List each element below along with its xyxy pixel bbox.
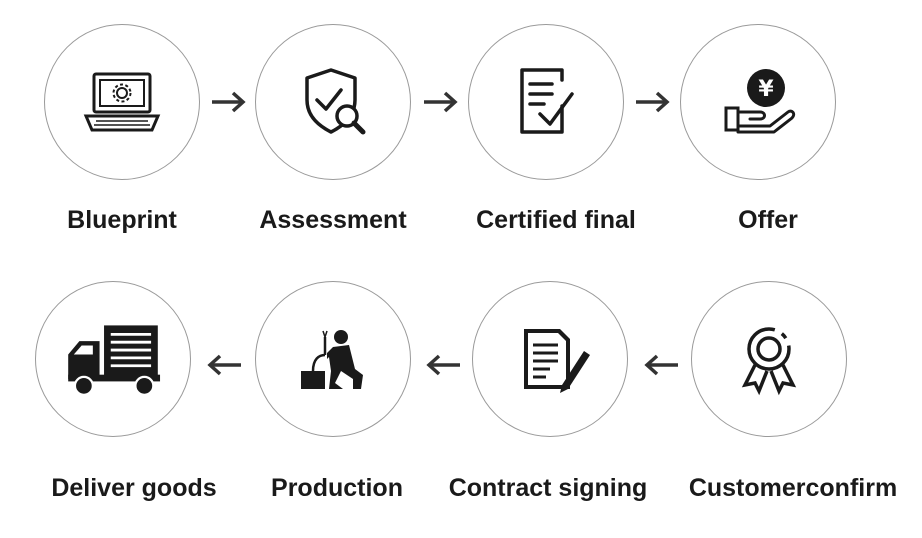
flow-arrow-right	[212, 91, 246, 113]
flow-arrow-left	[207, 354, 241, 376]
award-badge-icon	[741, 327, 797, 396]
flow-arrow-left	[644, 354, 678, 376]
step-node-customerconfirm	[691, 281, 847, 437]
laptop-gear-icon	[83, 72, 161, 132]
step-label: Blueprint	[67, 206, 177, 234]
step-label: Customerconfirm	[688, 474, 898, 502]
hand-yen-coin-icon: ¥	[724, 69, 796, 134]
step-node-deliver-goods	[35, 281, 191, 437]
step-label: Assessment	[259, 206, 407, 234]
step-node-offer: ¥	[680, 24, 836, 180]
contract-pen-icon	[524, 329, 590, 393]
flow-arrow-right	[424, 91, 458, 113]
welder-icon	[301, 330, 363, 389]
step-label: Production	[271, 474, 403, 502]
shield-check-magnifier-icon	[305, 68, 366, 135]
yen-symbol: ¥	[758, 77, 774, 102]
step-node-blueprint	[44, 24, 200, 180]
step-node-assessment	[255, 24, 411, 180]
step-label: Offer	[738, 206, 798, 234]
document-check-icon	[520, 68, 574, 134]
step-label: Deliver goods	[51, 474, 217, 502]
step-node-certified-final	[468, 24, 624, 180]
flow-arrow-right	[636, 91, 670, 113]
delivery-truck-icon	[68, 325, 161, 396]
step-node-contract-signing	[472, 281, 628, 437]
flow-arrow-left	[426, 354, 460, 376]
step-label: Certified final	[476, 206, 636, 234]
step-label: Contract signing	[448, 474, 648, 502]
step-node-production	[255, 281, 411, 437]
